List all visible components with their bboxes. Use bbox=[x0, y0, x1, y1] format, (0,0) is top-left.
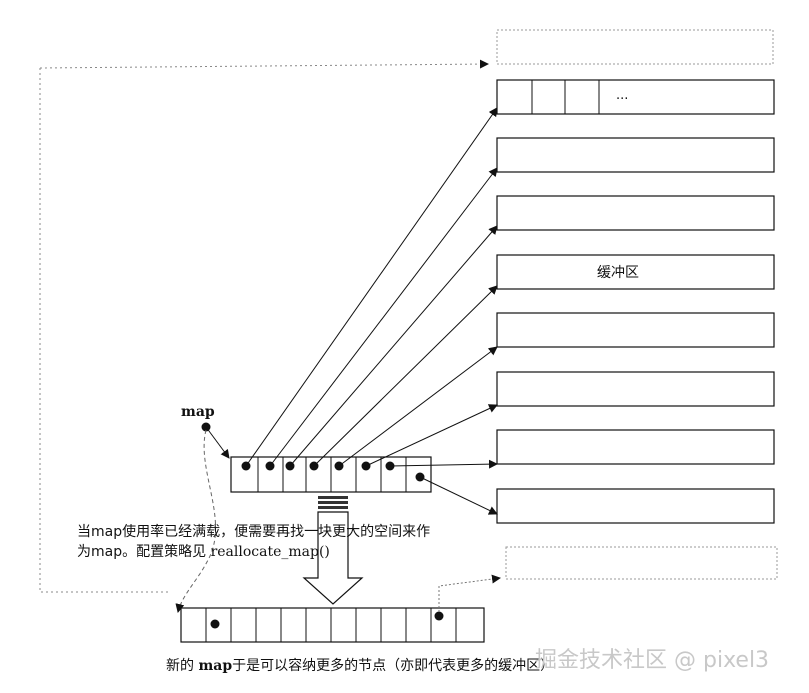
note-line-1: 当map使用率已经满载，便需要再找一块更大的空间来作 bbox=[77, 524, 431, 540]
buffer-1 bbox=[496, 137, 775, 173]
dotted-route-left bbox=[39, 68, 170, 593]
dotted-route-top bbox=[39, 59, 489, 69]
map-pointer-arrow bbox=[205, 426, 230, 459]
buffer-new-bottom bbox=[505, 546, 778, 580]
buffer-5 bbox=[496, 371, 775, 407]
pointer-arrow bbox=[419, 476, 498, 515]
buffer-new-top bbox=[496, 29, 774, 65]
map-pointer-dashed bbox=[175, 429, 217, 613]
note-line-2-prefix: 为map。配置策略见 bbox=[77, 544, 211, 560]
buffer-2 bbox=[496, 195, 775, 231]
reallocate-map-code: reallocate_map() bbox=[210, 544, 330, 560]
pointer-arrow bbox=[389, 459, 498, 469]
pointer-arrow bbox=[338, 346, 498, 467]
new-map-caption: 新的 map于是可以容纳更多的节点（亦即代表更多的缓冲区） bbox=[166, 655, 554, 675]
watermark: 掘金技术社区 @ pixel3 bbox=[535, 648, 770, 673]
note-line-2: 为map。配置策略见 reallocate_map() bbox=[77, 542, 507, 562]
transition-arrow-band-3 bbox=[318, 506, 348, 509]
buffer-0 bbox=[496, 79, 775, 115]
reallocation-note: 当map使用率已经满载，便需要再找一块更大的空间来作 为map。配置策略见 re… bbox=[77, 522, 507, 562]
caption-rest: 于是可以容纳更多的节点（亦即代表更多的缓冲区） bbox=[232, 658, 555, 674]
buffer-label: 缓冲区 bbox=[597, 265, 639, 281]
buffer-7 bbox=[496, 488, 775, 524]
caption-map: map bbox=[198, 658, 233, 674]
new-map-dot-left bbox=[210, 619, 220, 629]
transition-arrow-band-1 bbox=[318, 496, 348, 499]
caption-prefix: 新的 bbox=[166, 658, 199, 674]
buffer-ellipsis: ... bbox=[616, 88, 629, 103]
new-map-dot-right bbox=[434, 611, 444, 621]
map-label: map bbox=[181, 404, 215, 420]
pointer-arrow bbox=[245, 107, 498, 467]
buffer-3 bbox=[496, 254, 775, 290]
pointer-arrow bbox=[269, 167, 498, 467]
new-map-dotted-link bbox=[438, 574, 501, 612]
pointer-arrow bbox=[365, 404, 498, 467]
transition-arrow bbox=[302, 511, 364, 605]
transition-arrow-band-2 bbox=[318, 501, 348, 504]
pointer-arrow bbox=[289, 225, 498, 467]
new-map-array bbox=[180, 607, 485, 643]
buffer-4 bbox=[496, 312, 775, 348]
buffer-6 bbox=[496, 429, 775, 465]
pointer-arrow bbox=[313, 285, 498, 467]
